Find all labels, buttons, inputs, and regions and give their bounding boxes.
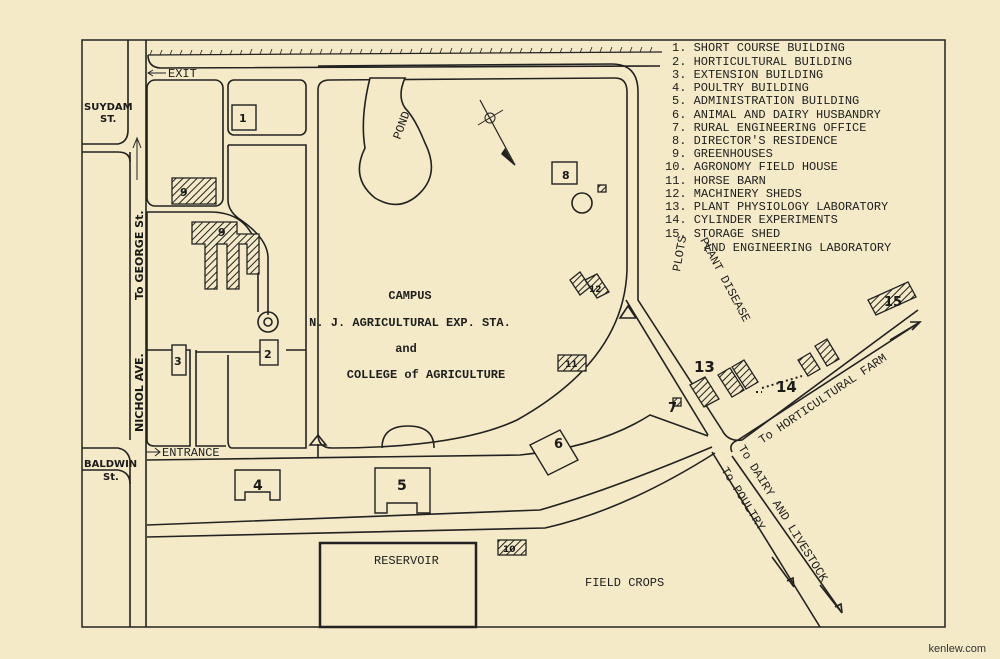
suydam-label: SUYDAM: [84, 102, 133, 113]
legend-item: 8. DIRECTOR'S RESIDENCE: [672, 134, 838, 148]
entrance-arrow-icon: [146, 447, 161, 457]
building-11: [557, 354, 587, 372]
building-9b: [191, 221, 260, 290]
legend-item: 10. AGRONOMY FIELD HOUSE: [665, 160, 838, 174]
num-7: 7: [668, 401, 677, 416]
building-6: [529, 429, 579, 476]
building-3: [171, 344, 187, 376]
exit-arrow-icon: [147, 69, 166, 77]
suydam-st-label: ST.: [100, 114, 116, 125]
num-8: 8: [562, 169, 570, 182]
num-9a: 9: [180, 186, 188, 199]
num-12: 12: [589, 285, 602, 295]
legend-item: 6. ANIMAL AND DAIRY HUSBANDRY: [672, 108, 881, 122]
reservoir: [318, 541, 478, 629]
num-2: 2: [264, 348, 272, 361]
station-label: N. J. AGRICULTURAL EXP. STA.: [309, 316, 511, 330]
east-road: [317, 63, 723, 431]
building-8: [551, 161, 578, 185]
exit-label: EXIT: [168, 67, 197, 81]
num-11: 11: [565, 360, 578, 370]
map-frame: [81, 39, 946, 628]
building-5: [374, 467, 431, 514]
horticultural-direction: To HORTICULTURAL FARM: [756, 351, 889, 447]
building-10: [497, 539, 527, 556]
legend-item: 11. HORSE BARN: [665, 174, 766, 188]
legend-item: 2. HORTICULTURAL BUILDING: [672, 55, 852, 69]
num-1: 1: [239, 112, 247, 125]
north-arrow-icon: [132, 136, 142, 180]
college-label: COLLEGE of AGRICULTURE: [347, 368, 505, 382]
plots-label: PLOTS: [670, 235, 690, 273]
entrance-label: ENTRANCE: [162, 446, 220, 460]
building-1: [231, 104, 257, 131]
legend-item: 1. SHORT COURSE BUILDING: [672, 41, 845, 55]
triangle-marker: [308, 433, 328, 457]
building-14-sheds: [797, 338, 840, 377]
legend-item: 9. GREENHOUSES: [672, 147, 773, 161]
legend-item: 13. PLANT PHYSIOLOGY LABORATORY: [665, 200, 888, 214]
george-label: To GEORGE St.: [133, 210, 146, 300]
num-3: 3: [174, 355, 182, 368]
num-14: 14: [776, 378, 797, 396]
legend-item: 4. POULTRY BUILDING: [672, 81, 809, 95]
legend-item: 12. MACHINERY SHEDS: [665, 187, 802, 201]
num-6: 6: [554, 437, 563, 452]
diagonal-roads: [711, 309, 922, 628]
compass-icon: [477, 99, 516, 166]
num-10: 10: [503, 545, 516, 555]
cylinder-dots: [756, 375, 803, 393]
legend-item: 3. EXTENSION BUILDING: [672, 68, 823, 82]
pond: [358, 77, 433, 206]
building-9a: [171, 177, 217, 205]
legend-item: 15. STORAGE SHED: [665, 227, 780, 241]
building-15: [867, 281, 917, 316]
east-road-inner: [625, 299, 709, 436]
campus-label: CAMPUS: [388, 289, 431, 303]
entrance-road: [146, 414, 709, 461]
building-12: [569, 271, 610, 299]
campus-entrance-arc: [381, 425, 435, 449]
field-crops-label: FIELD CROPS: [585, 576, 664, 590]
and-label: and: [395, 342, 417, 356]
num-13: 13: [694, 358, 715, 376]
baldwin-label: BALDWIN: [84, 459, 137, 470]
num-9b: 9: [218, 226, 226, 239]
watermark: kenlew.com: [928, 643, 986, 655]
legend-item: 5. ADMINISTRATION BUILDING: [672, 94, 859, 108]
legend: 1. SHORT COURSE BUILDING 2. HORTICULTURA…: [665, 41, 891, 255]
reservoir-label: RESERVOIR: [374, 554, 439, 568]
legend-item: AND ENGINEERING LABORATORY: [704, 241, 891, 255]
legend-item: 7. RURAL ENGINEERING OFFICE: [672, 121, 866, 135]
building-2: [259, 339, 279, 366]
baldwin-st-label: St.: [103, 472, 119, 483]
fence: [147, 46, 663, 69]
nichol-label: NICHOL AVE.: [133, 353, 146, 432]
south-road-south-edge: [146, 452, 716, 538]
legend-item: 14. CYLINDER EXPERIMENTS: [665, 213, 838, 227]
west-blocks: [146, 79, 307, 449]
num-4: 4: [253, 478, 263, 494]
building-8-annex: [597, 184, 607, 193]
triangle-marker: [618, 304, 638, 319]
building-4: [234, 469, 281, 501]
building-7: [672, 397, 682, 407]
num-5: 5: [397, 478, 407, 494]
campus-loop: [317, 77, 628, 449]
south-road-north-edge: [146, 446, 713, 526]
num-15: 15: [884, 295, 902, 310]
nichol-avenue: [82, 40, 147, 627]
building-13: [689, 359, 759, 408]
